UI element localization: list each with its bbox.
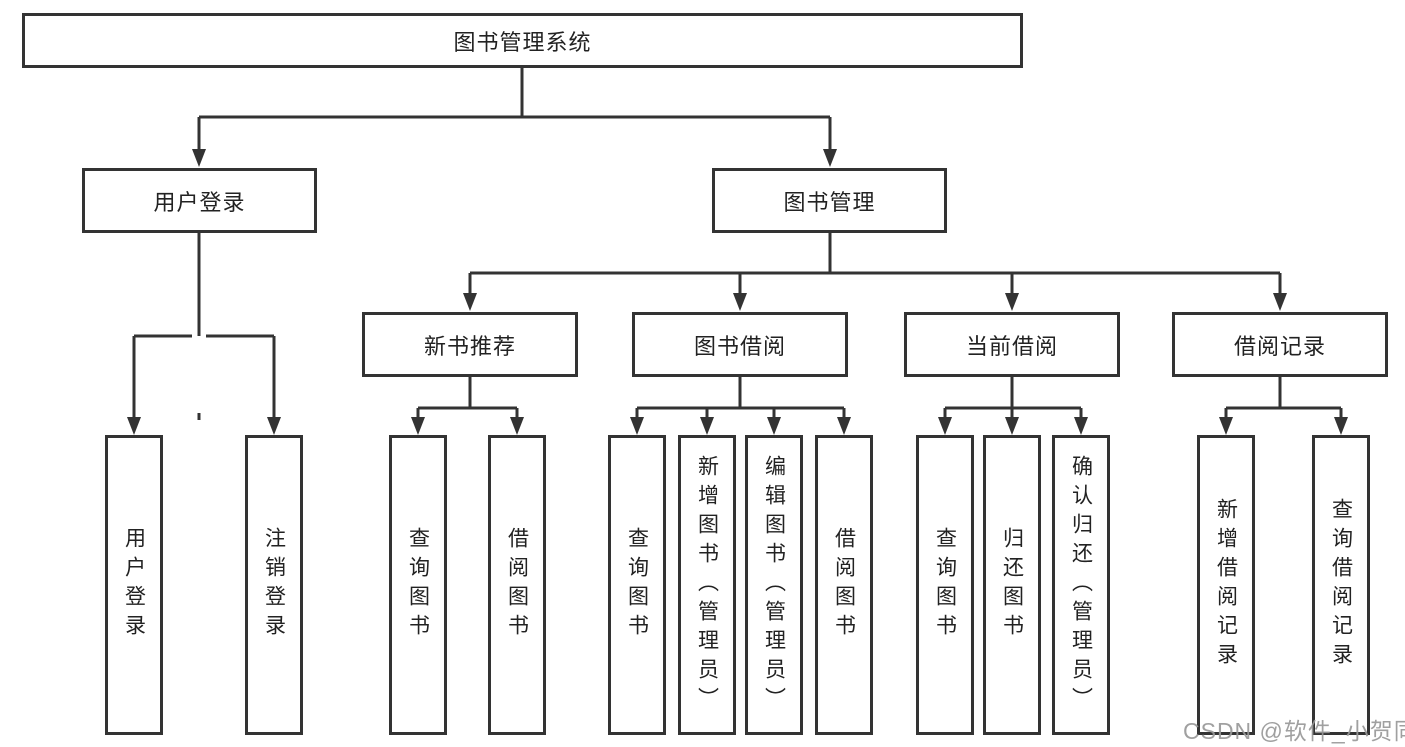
arrowhead <box>1005 293 1019 311</box>
arrowhead <box>1334 417 1348 435</box>
leaf-add-book-admin: 新增图书（管理员） <box>678 435 736 735</box>
arrowhead <box>1005 417 1019 435</box>
arrowhead <box>411 417 425 435</box>
node-book-management: 图书管理 <box>712 168 947 233</box>
user-login-stem <box>132 117 276 420</box>
leaf-return-book: 归还图书 <box>983 435 1041 735</box>
csdn-watermark: CSDN @软件_小贺同学 <box>1183 718 1405 744</box>
arrowhead <box>938 417 952 435</box>
node-book-borrow: 图书借阅 <box>632 312 848 377</box>
node-user-login: 用户登录 <box>82 168 317 233</box>
node-current-borrow: 当前借阅 <box>904 312 1120 377</box>
node-new-book-recommend: 新书推荐 <box>362 312 578 377</box>
leaf-user-login: 用户登录 <box>105 435 163 735</box>
arrowhead <box>127 417 141 435</box>
leaf-query-borrow-record: 查询借阅记录 <box>1312 435 1370 735</box>
arrowheads <box>127 149 1348 435</box>
arrowhead <box>1219 417 1233 435</box>
arrowhead <box>700 417 714 435</box>
leaf-edit-book-admin: 编辑图书（管理员） <box>745 435 803 735</box>
leaf-borrow-book-recommend: 借阅图书 <box>488 435 546 735</box>
leaf-query-book-borrow: 查询图书 <box>608 435 666 735</box>
arrowhead <box>823 149 837 167</box>
arrowhead <box>267 417 281 435</box>
node-borrow-records: 借阅记录 <box>1172 312 1388 377</box>
node-root: 图书管理系统 <box>22 13 1023 68</box>
arrowhead <box>630 417 644 435</box>
leaf-confirm-return-admin: 确认归还（管理员） <box>1052 435 1110 735</box>
arrowhead <box>510 417 524 435</box>
leaf-query-book-current: 查询图书 <box>916 435 974 735</box>
leaf-logout-login: 注销登录 <box>245 435 303 735</box>
arrowhead <box>733 293 747 311</box>
arrowhead <box>192 149 206 167</box>
arrowhead <box>1074 417 1088 435</box>
arrowhead <box>767 417 781 435</box>
leaf-borrow-book: 借阅图书 <box>815 435 873 735</box>
leaf-query-book-recommend: 查询图书 <box>389 435 447 735</box>
arrowhead <box>837 417 851 435</box>
arrowhead <box>463 293 477 311</box>
leaf-add-borrow-record: 新增借阅记录 <box>1197 435 1255 735</box>
arrowhead <box>1273 293 1287 311</box>
